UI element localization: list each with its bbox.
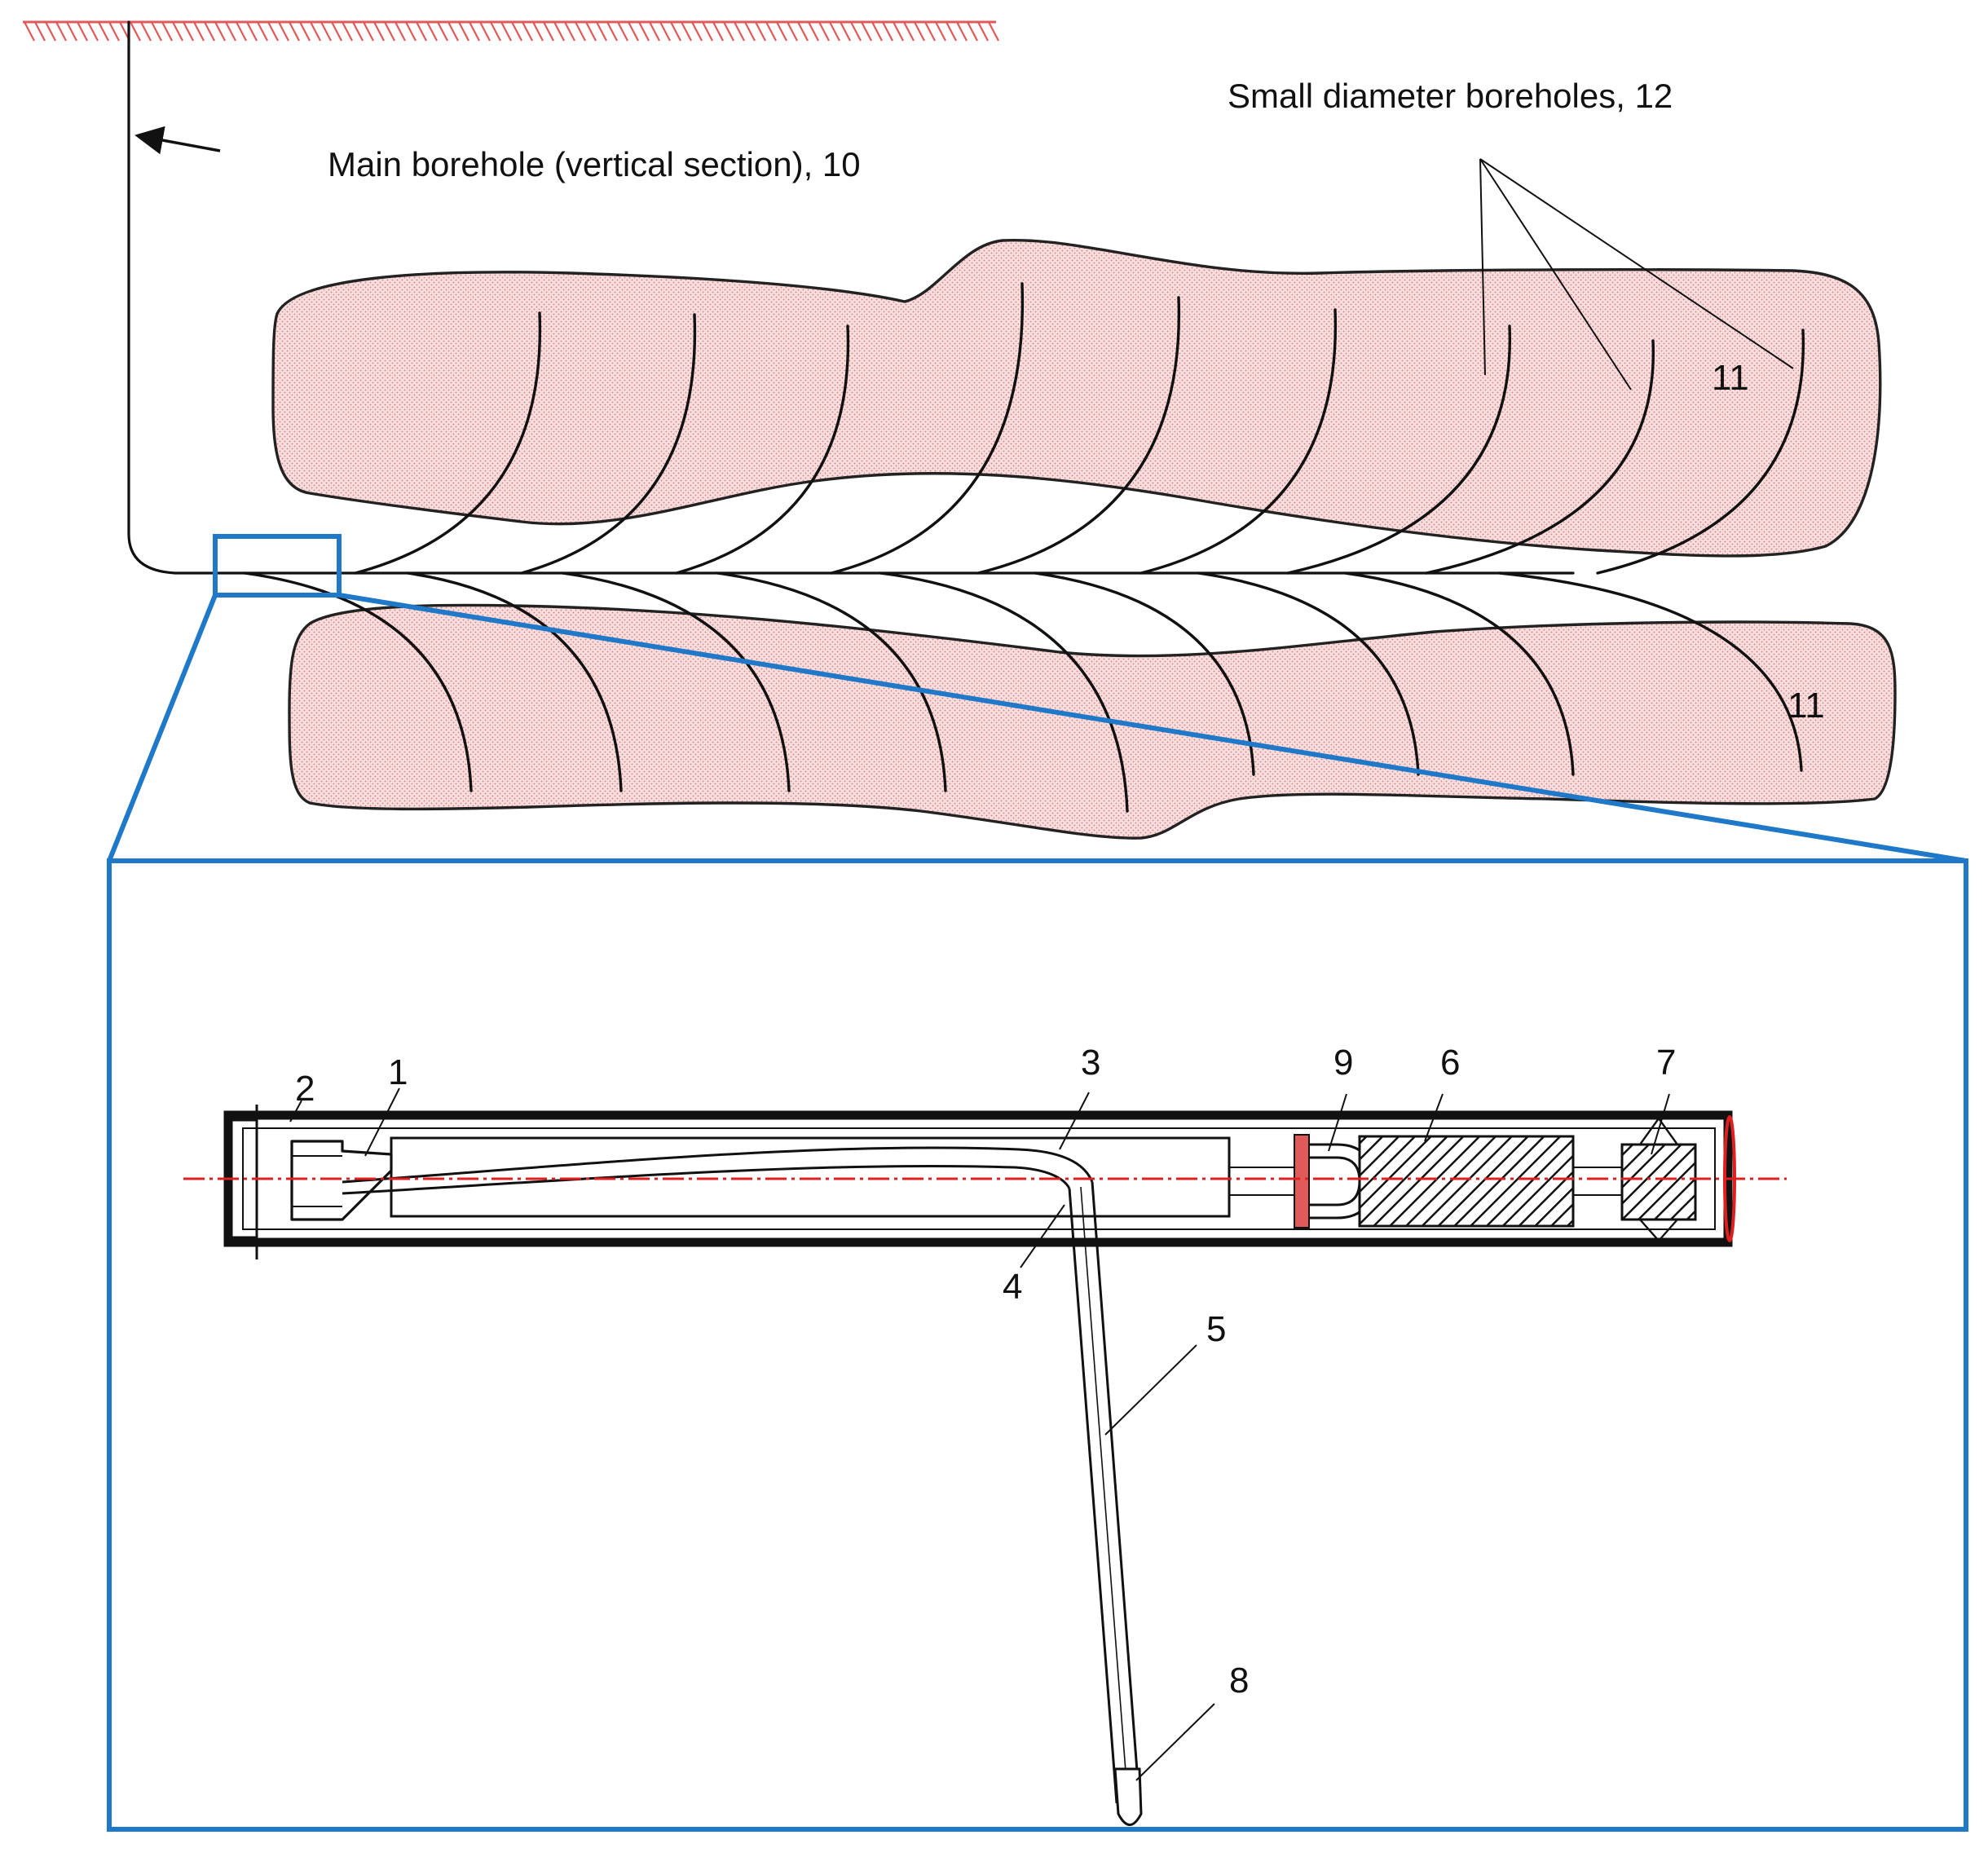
part-5-jet-drill-pipe — [1091, 1181, 1141, 1804]
small-borehole-up — [520, 313, 697, 575]
small-borehole-up — [976, 296, 1181, 575]
small-boreholes-leaders — [1479, 158, 1794, 390]
small-borehole-down — [879, 571, 1129, 813]
part-3-inner-tube — [390, 1136, 1231, 1218]
small-borehole-up — [675, 324, 850, 575]
callout-7: 7 — [1656, 1043, 1676, 1083]
part-7-centralizer — [1620, 1116, 1697, 1242]
small-borehole-down — [1498, 571, 1803, 772]
part-6-motor — [1358, 1135, 1575, 1228]
part-4-hose-guide — [342, 1146, 1094, 1184]
zone-upper-label: 11 — [1712, 358, 1749, 398]
zone-lower-label: 11 — [1787, 686, 1825, 726]
small-borehole-up — [830, 282, 1025, 575]
callout-9: 9 — [1333, 1043, 1353, 1083]
callout-1: 1 — [388, 1052, 408, 1092]
ground-surface — [23, 20, 999, 42]
callout-3: 3 — [1081, 1043, 1100, 1083]
small-borehole-up — [1139, 308, 1338, 575]
detail-callout — [107, 534, 1967, 863]
callout-6: 6 — [1440, 1043, 1460, 1083]
small-borehole-down — [561, 571, 791, 792]
callout-4: 4 — [1003, 1267, 1022, 1307]
small-borehole-up — [1425, 339, 1655, 575]
part-8-drill-bit — [1113, 1767, 1143, 1826]
small-borehole-down — [1034, 571, 1255, 776]
detail-frame — [107, 858, 1968, 1832]
small-borehole-up — [1596, 329, 1805, 575]
small-boreholes-label: Small diameter boreholes, 12 — [1228, 77, 1673, 115]
formation-zone-upper — [271, 238, 1882, 558]
small-borehole-down — [406, 571, 623, 792]
small-borehole-down — [1197, 571, 1420, 776]
downhole-tool — [183, 1105, 1787, 1826]
main-borehole — [127, 20, 1575, 575]
small-borehole-up — [354, 311, 542, 575]
small-borehole-down — [716, 571, 947, 792]
small-borehole-down — [1343, 571, 1575, 776]
formation-zone-lower — [288, 603, 1897, 840]
part-callouts: 1 2 3 4 5 6 7 8 9 — [289, 1043, 1676, 1781]
callout-8: 8 — [1229, 1661, 1249, 1700]
small-borehole-down — [243, 571, 473, 792]
main-borehole-arrow — [134, 126, 221, 155]
small-diameter-boreholes — [243, 282, 1805, 813]
main-borehole-label: Main borehole (vertical section), 10 — [328, 145, 861, 183]
callout-2: 2 — [295, 1069, 315, 1109]
callout-5: 5 — [1206, 1309, 1226, 1349]
small-borehole-up — [1286, 324, 1512, 575]
